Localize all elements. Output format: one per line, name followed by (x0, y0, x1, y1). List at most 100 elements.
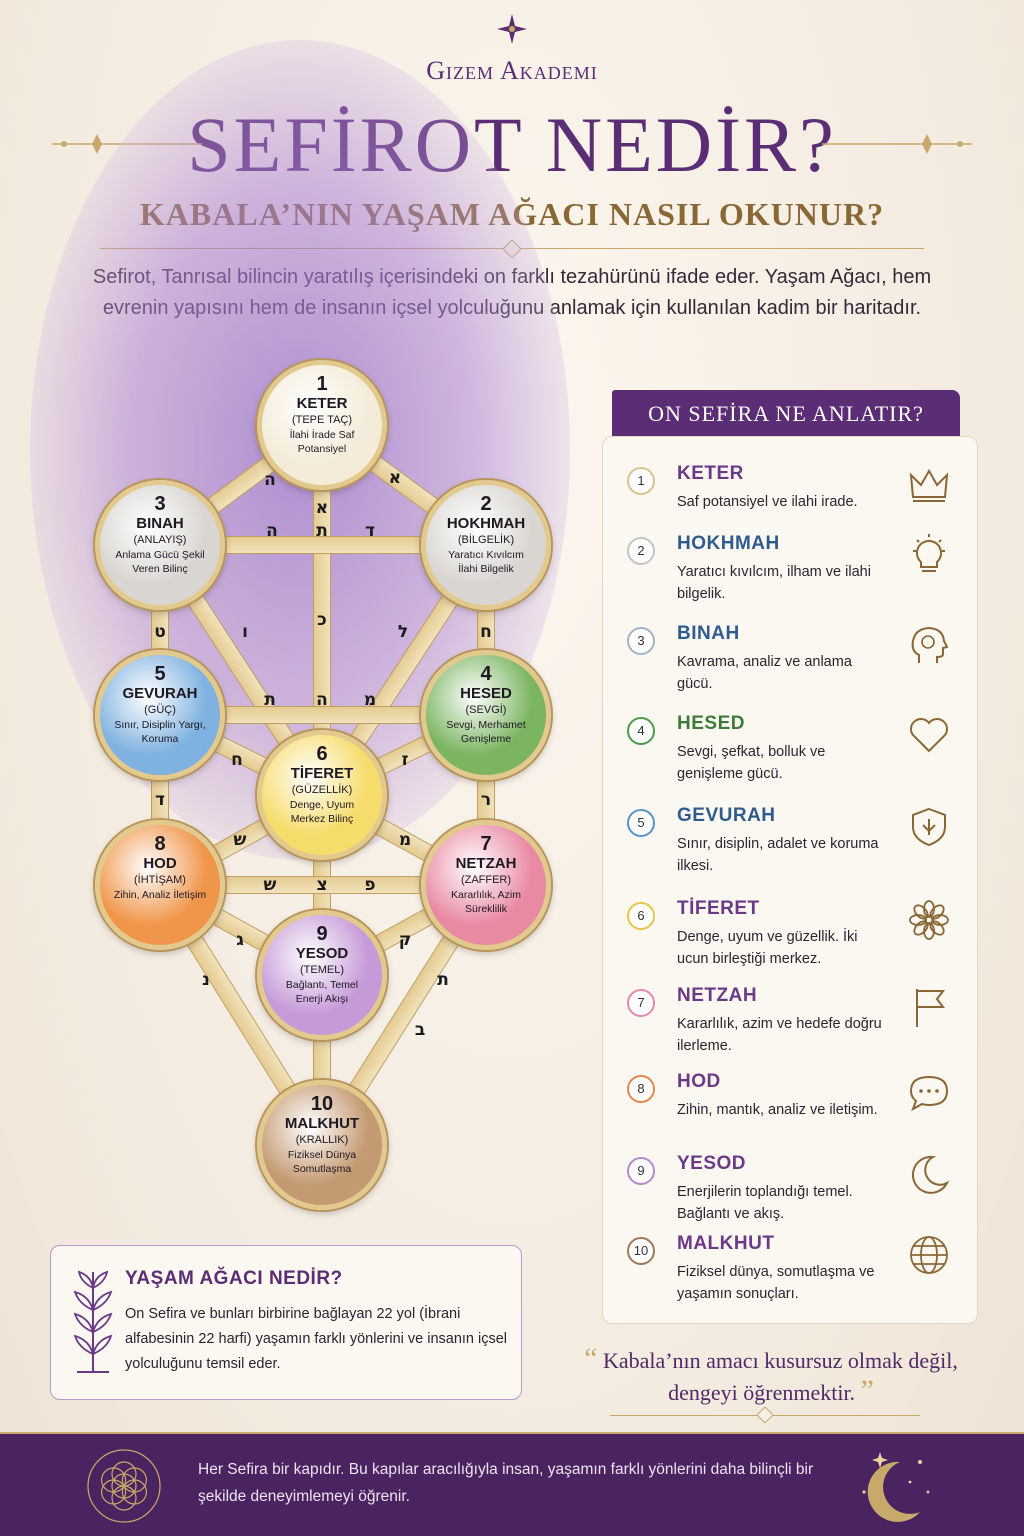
sefira-node-num: 8 (154, 833, 166, 855)
sefira-node-num: 6 (316, 743, 328, 765)
footer-banner: Her Sefira bir kapıdır. Bu kapılar aracı… (0, 1432, 1024, 1536)
hebrew-letter: ק (398, 930, 412, 950)
sefira-node-desc: Denge, Uyum Merkez Bilinç (289, 799, 355, 825)
plant-sprig-icon (73, 1270, 113, 1373)
panel-heading: ON SEFİRA NE ANLATIR? (612, 390, 960, 438)
sefira-description: Saf potansiyel ve ilahi irade. (677, 494, 858, 510)
sefira-node-translation: (ZAFFER) (460, 874, 512, 886)
sefira-node-desc: Anlama Gücü Şekil Veren Bilinç (115, 549, 205, 575)
sefira-node-desc: Yaratıcı Kıvılcım İlahi Bilgelik (448, 549, 524, 575)
hebrew-letter: ד (365, 521, 375, 541)
head-mind-icon (911, 626, 949, 663)
hebrew-letter: מ (398, 830, 412, 850)
sefira-node-name: BINAH (136, 515, 184, 532)
hebrew-letter: ה (266, 521, 278, 541)
sefira-number-badge: 6 (627, 902, 655, 930)
sefira-node-name: GEVURAH (122, 685, 198, 702)
sefira-description: Sevgi, şefkat, bolluk ve genişleme gücü. (677, 744, 826, 782)
sefira-description: Enerjilerin toplandığı temel. Bağlantı v… (677, 1184, 853, 1222)
sefira-node-translation: (TEMEL) (300, 964, 344, 976)
sefira-node-desc: Sevgi, Merhamet Genişleme (446, 719, 526, 745)
sefira-node-num: 5 (154, 663, 166, 685)
globe-icon (910, 1236, 948, 1274)
sefira-description: Zihin, mantık, analiz ve iletişim. (677, 1102, 878, 1118)
sefira-node-num: 10 (310, 1093, 334, 1115)
hebrew-letter: כ (317, 610, 327, 630)
sefira-node-name: HOD (143, 855, 177, 872)
crescent-moon-stars-icon (862, 1452, 930, 1522)
close-quote-icon: ” (860, 1374, 874, 1407)
right-ornament-icon (822, 134, 972, 154)
hebrew-letter: ה (264, 470, 276, 490)
sefira-name: HOD (677, 1071, 721, 1092)
sefira-name: TİFERET (677, 898, 760, 919)
hebrew-letter: ש (233, 830, 247, 850)
speech-bubble-icon (909, 1075, 949, 1112)
sefira-node-num: 9 (316, 923, 328, 945)
sefira-description: Kararlılık, azim ve hedefe doğru ilerlem… (677, 1016, 882, 1054)
sefira-node-num: 1 (316, 373, 328, 395)
sefira-number-badge: 8 (627, 1075, 655, 1103)
sefira-node-name: KETER (296, 395, 348, 412)
quote: “ Kabala’nın amacı kusursuz olmak değil,… (548, 1344, 994, 1408)
hebrew-letter: ת (264, 690, 276, 710)
hebrew-letter: מ (363, 690, 377, 710)
sefira-number-badge: 4 (627, 717, 655, 745)
sefira-number-badge: 1 (627, 467, 655, 495)
hebrew-letter: ב (414, 1020, 426, 1040)
sefira-name: KETER (677, 463, 744, 484)
flower-icon (909, 900, 949, 940)
sefira-node-num: 3 (154, 493, 166, 515)
hebrew-letter: ד (155, 790, 165, 810)
hebrew-letter: א (315, 498, 329, 518)
flower-of-life-icon (87, 1449, 161, 1523)
sefira-description: Fiziksel dünya, somutlaşma ve yaşamın so… (677, 1264, 875, 1302)
crown-icon (909, 468, 949, 502)
sefira-name: YESOD (677, 1153, 747, 1174)
hebrew-letter: א (388, 468, 402, 488)
heart-icon (910, 718, 948, 753)
star-logo-icon (497, 14, 527, 44)
footer-text: Her Sefira bir kapıdır. Bu kapılar aracı… (198, 1461, 814, 1505)
sefira-node-name: TİFERET (290, 765, 354, 782)
sefira-number-badge: 7 (627, 989, 655, 1017)
info-title: YAŞAM AĞACI NEDİR? (125, 1268, 343, 1289)
sefira-node-desc: Bağlantı, Temel Enerji Akışı (285, 979, 359, 1005)
info-box: YAŞAM AĞACI NEDİR? On Sefira ve bunları … (50, 1245, 522, 1400)
quote-line-1: Kabala’nın amacı kusursuz olmak değil, (602, 1348, 958, 1373)
sefira-node-name: HOKHMAH (446, 515, 526, 532)
sefira-node-name: NETZAH (455, 855, 517, 872)
hebrew-letter: צ (316, 875, 328, 895)
sefira-number-badge: 5 (627, 809, 655, 837)
brand-name: Gizem Akademi (426, 56, 598, 85)
sefira-node-translation: (TEPE TAÇ) (291, 414, 353, 426)
hebrew-letter: ו (242, 622, 248, 642)
sefira-node-translation: (KRALLIK) (295, 1134, 349, 1146)
hebrew-letter: ת (437, 970, 449, 990)
quote-line-2: dengeyi öğrenmektir. (668, 1380, 856, 1405)
sefira-name: BINAH (677, 623, 740, 644)
quote-diamond-icon (757, 1407, 773, 1423)
sefira-node-desc: Fiziksel Dünya Somutlaşma (287, 1149, 357, 1175)
sefira-description: Denge, uyum ve güzellik. İki ucun birleş… (677, 929, 858, 967)
sefira-node-name: HESED (460, 685, 512, 702)
hebrew-letter: פ (364, 875, 376, 895)
sefira-node-desc: Sınır, Disiplin Yargı, Koruma (114, 719, 206, 745)
hebrew-letter: ר (480, 790, 492, 810)
hebrew-letter: ת (316, 521, 328, 541)
flag-icon (916, 989, 945, 1027)
